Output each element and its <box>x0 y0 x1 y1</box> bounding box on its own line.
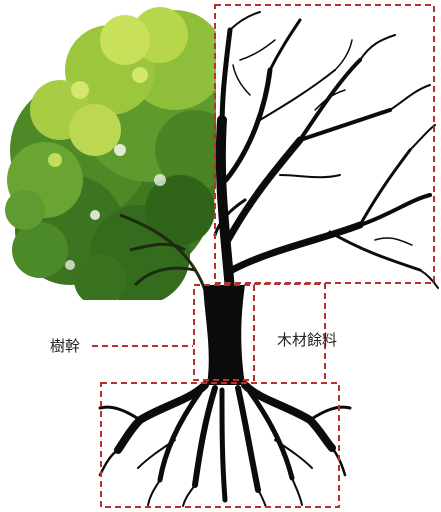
green-foliage-crown <box>5 7 235 306</box>
tree-trunk <box>203 285 245 385</box>
bare-branches <box>215 12 438 290</box>
tree-roots <box>100 385 350 507</box>
wood-residue-label: 木材餘料 <box>277 333 337 348</box>
trunk-label: 樹幹 <box>50 339 80 354</box>
